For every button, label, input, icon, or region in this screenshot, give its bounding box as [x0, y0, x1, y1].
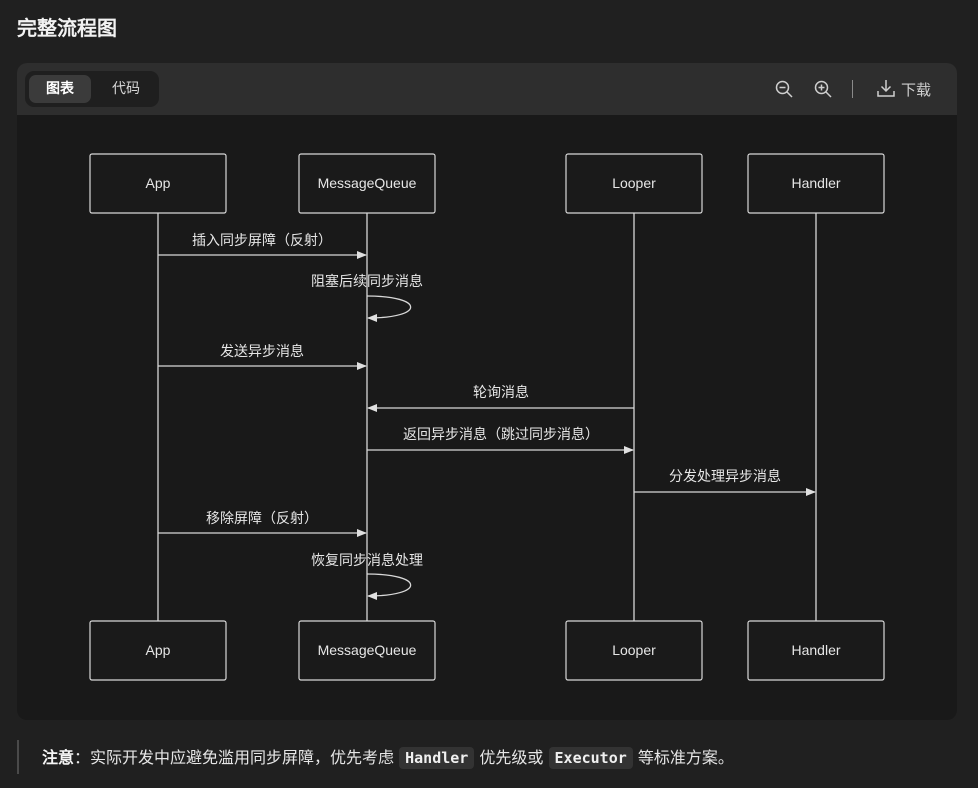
message-dispatch: 分发处理异步消息: [634, 468, 816, 496]
note-text: 注意：实际开发中应避免滥用同步屏障，优先考虑 Handler 优先级或 Exec…: [42, 744, 734, 769]
svg-text:App: App: [146, 642, 171, 658]
code-executor: Executor: [548, 747, 633, 769]
svg-text:返回异步消息（跳过同步消息）: 返回异步消息（跳过同步消息）: [403, 426, 599, 442]
note-colon: ：: [74, 748, 91, 767]
download-button[interactable]: 下载: [875, 77, 931, 101]
message-block-sync: 阻塞后续同步消息: [311, 273, 423, 322]
toolbar-divider: [852, 80, 853, 98]
participant-app-top: App: [89, 153, 227, 214]
note-text-middle: 优先级或: [474, 748, 549, 767]
message-send-async: 发送异步消息: [158, 343, 367, 370]
section-heading: 完整流程图: [17, 16, 117, 40]
sequence-diagram: App MessageQueue Looper Handler 插入同步屏障（反…: [89, 153, 885, 681]
message-poll: 轮询消息: [367, 384, 634, 412]
participant-messagequeue-bottom: MessageQueue: [298, 620, 436, 681]
svg-text:Handler: Handler: [791, 642, 840, 658]
download-icon: [877, 80, 895, 97]
svg-text:插入同步屏障（反射）: 插入同步屏障（反射）: [192, 232, 332, 248]
tab-code[interactable]: 代码: [112, 81, 140, 97]
svg-text:分发处理异步消息: 分发处理异步消息: [669, 468, 781, 484]
svg-text:MessageQueue: MessageQueue: [318, 175, 417, 191]
svg-text:Looper: Looper: [612, 175, 656, 191]
participant-handler-bottom: Handler: [747, 620, 885, 681]
svg-text:阻塞后续同步消息: 阻塞后续同步消息: [311, 273, 423, 289]
note-label: 注意: [42, 748, 75, 767]
svg-text:Looper: Looper: [612, 642, 656, 658]
note-text-before: 实际开发中应避免滥用同步屏障，优先考虑: [90, 748, 400, 767]
svg-text:发送异步消息: 发送异步消息: [220, 343, 304, 359]
svg-text:MessageQueue: MessageQueue: [318, 642, 417, 658]
participant-app-bottom: App: [89, 620, 227, 681]
svg-text:Handler: Handler: [791, 175, 840, 191]
participant-handler-top: Handler: [747, 153, 885, 214]
svg-text:恢复同步消息处理: 恢复同步消息处理: [311, 552, 423, 568]
participant-looper-bottom: Looper: [565, 620, 703, 681]
tab-chart[interactable]: 图表: [29, 75, 91, 103]
zoom-in-icon[interactable]: [812, 78, 834, 100]
note-quote-bar: [17, 740, 19, 774]
message-remove-barrier: 移除屏障（反射）: [158, 510, 367, 537]
note-text-after: 等标准方案。: [632, 748, 734, 767]
message-resume-sync: 恢复同步消息处理: [311, 552, 423, 600]
diagram-panel: 图表 代码 下载: [17, 63, 957, 720]
zoom-out-icon[interactable]: [773, 78, 795, 100]
svg-text:App: App: [146, 175, 171, 191]
view-switcher: 图表 代码: [25, 71, 159, 107]
svg-text:轮询消息: 轮询消息: [473, 384, 529, 400]
code-handler: Handler: [399, 747, 475, 769]
participant-looper-top: Looper: [565, 153, 703, 214]
diagram-toolbar: 图表 代码 下载: [17, 63, 957, 115]
message-insert-barrier: 插入同步屏障（反射）: [158, 232, 367, 259]
message-return-async: 返回异步消息（跳过同步消息）: [367, 426, 634, 454]
download-label: 下载: [901, 81, 932, 99]
svg-text:移除屏障（反射）: 移除屏障（反射）: [206, 510, 318, 526]
participant-messagequeue-top: MessageQueue: [298, 153, 436, 214]
